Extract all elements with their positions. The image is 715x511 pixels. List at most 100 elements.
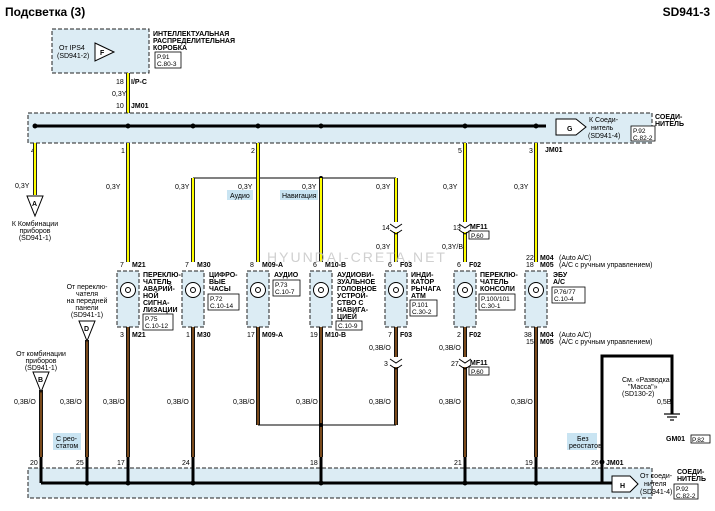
- comp-pin-bot: 19: [310, 332, 318, 339]
- wire-label: 0,3Y: [106, 184, 121, 191]
- svg-text:АТМ: АТМ: [411, 293, 426, 300]
- label-atm: ИНДИ- КАТОР РЫЧАГА АТМ P.101 C.30-2: [409, 272, 441, 317]
- svg-text:АУДИО: АУДИО: [274, 272, 299, 279]
- wire-bot-label: 0,3B/O: [103, 399, 125, 406]
- junction-dot: [318, 480, 324, 486]
- bottom-bus-label-2: НИТЕЛЬ: [677, 476, 706, 483]
- mf11-top-ref-box: [468, 230, 490, 240]
- ref-a-arrow: [26, 195, 44, 218]
- mf-pin-13: 13: [453, 225, 461, 232]
- ref-d-letter: D: [84, 326, 89, 333]
- ipb-label-line-3: КОРОБКА: [153, 45, 187, 52]
- comp-conn-bot: F02: [469, 332, 481, 339]
- ipb-from-line-1: От IPS4: [59, 45, 85, 52]
- top-pin-3: 3: [529, 148, 533, 155]
- tag-rheostat-1: С рео-: [56, 436, 78, 443]
- ref-d-line-2: чателя: [76, 291, 98, 298]
- wire-mid-label: 0,3Y: [376, 244, 391, 251]
- wire-bot-label: 0,3B/O: [439, 345, 461, 352]
- wire-bot-label: 0,3B/O: [60, 399, 82, 406]
- junction-dot: [318, 123, 324, 129]
- svg-text:ЛИЗАЦИИ: ЛИЗАЦИИ: [143, 307, 178, 314]
- comp-conn-bot: M30: [197, 332, 211, 339]
- top-bus-conn: JM01: [545, 147, 563, 154]
- watermark: HYUNDAI-CRETA.NET: [267, 249, 447, 265]
- tag-nav-bg: [280, 190, 318, 200]
- diagram-code: SD941-3: [663, 5, 711, 19]
- bottom-bus-from-2: нителя: [644, 481, 667, 488]
- junction-dot: [533, 480, 539, 486]
- ipb-conn: I/P-C: [131, 79, 147, 86]
- junction-dot: [125, 123, 131, 129]
- component-digital-clock: [181, 270, 205, 328]
- top-bus-letter: G: [567, 126, 573, 133]
- svg-text:НАВИГА-: НАВИГА-: [337, 307, 369, 314]
- bottom-pin: 26: [591, 460, 599, 467]
- comp-pin-bot: 38: [524, 332, 532, 339]
- mf-pin-14: 14: [382, 225, 390, 232]
- svg-text:СИГНА-: СИГНА-: [143, 300, 170, 307]
- comp-note: (A/C с ручным управлением): [559, 262, 652, 269]
- tag-audio: Аудио: [230, 193, 250, 200]
- label-ac-ecu: ЭБУ А/С P.76/77 C.10-4: [551, 272, 586, 304]
- comp-pin-top: 8: [250, 262, 254, 269]
- wire-bot-label: 0,3B/O: [369, 345, 391, 352]
- wire-a-label: 0,3Y: [15, 183, 30, 190]
- svg-text:ИНДИ-: ИНДИ-: [411, 272, 434, 279]
- bottom-pin: 18: [310, 460, 318, 467]
- comp-pin-bot: 2: [457, 332, 461, 339]
- component-console-switch: [453, 270, 477, 328]
- label-audio: АУДИО P.73 C.10-7: [272, 272, 301, 297]
- bottom-pin: 17: [117, 460, 125, 467]
- top-pin-1: 1: [121, 148, 125, 155]
- component-hazard-switch: [116, 270, 140, 328]
- bottom-pin: 21: [454, 460, 462, 467]
- comp-conn-bot: M05: [540, 339, 554, 346]
- tag-audio-bg: [227, 190, 253, 200]
- label-clock: ЦИФРО- ВЫЕ ЧАСЫ P.72 C.10-14: [207, 272, 240, 311]
- wire-label: 0,3Y: [514, 184, 529, 191]
- wire-bot-label: 0,3B/O: [369, 399, 391, 406]
- ipb-pin-10: 10: [116, 103, 124, 110]
- ref-d-line-4: панели: [75, 305, 98, 312]
- comp-pin-top: 18: [526, 262, 534, 269]
- svg-text:ЧАТЕЛЬ: ЧАТЕЛЬ: [480, 279, 509, 286]
- ipb-pin-18: 18: [116, 79, 124, 86]
- svg-text:РЫЧАГА: РЫЧАГА: [411, 286, 441, 293]
- top-bus-to-2: нитель: [591, 125, 614, 132]
- wire-bot-label: 0,3B/O: [296, 399, 318, 406]
- wire-label: 0,3Y: [443, 184, 458, 191]
- junction-dot: [462, 480, 468, 486]
- junction-dot: [255, 123, 261, 129]
- svg-text:P.101: P.101: [412, 302, 429, 309]
- comp-pin-top: 7: [185, 262, 189, 269]
- comp-conn-top: M30: [197, 262, 211, 269]
- svg-text:ЦИФРО-: ЦИФРО-: [209, 272, 238, 279]
- ref-b-line-2: приборов: [25, 357, 56, 365]
- bottom-bus-label-1: СОЕДИ-: [677, 469, 705, 476]
- svg-text:ЧАСЫ: ЧАСЫ: [209, 286, 231, 293]
- wire-bot-label: 0,3B/O: [511, 399, 533, 406]
- top-bus-to-1: К Соеди-: [589, 117, 619, 124]
- ref-d-line-3: на передней: [67, 297, 108, 305]
- ipb-ref-page: P.91: [157, 54, 170, 61]
- top-bus-ref-box: [630, 125, 656, 142]
- label-console: ПЕРЕКЛЮ- ЧАТЕЛЬ КОНСОЛИ P.100/101 C.30-1: [478, 272, 518, 311]
- comp-pin-bot: 15: [526, 339, 534, 346]
- tag-rheostat-2: статом: [56, 443, 78, 450]
- svg-text:КАТОР: КАТОР: [411, 279, 435, 286]
- ipb-ref-box: [154, 51, 182, 69]
- comp-pin-top: 22: [526, 255, 534, 262]
- svg-text:P.73: P.73: [275, 282, 288, 289]
- comp-pin-bot: 3: [120, 332, 124, 339]
- comp-pin-top: 7: [120, 262, 124, 269]
- bottom-bus-flag: [611, 475, 639, 493]
- ground-conn: GM01: [666, 436, 685, 443]
- top-bus-flag: [555, 118, 587, 136]
- ground-wire: 0,5B: [657, 399, 672, 406]
- svg-text:C.10-9: C.10-9: [338, 323, 358, 330]
- comp-note: (A/C с ручным управлением): [559, 339, 652, 346]
- tag-no-rheostat-bg: [567, 433, 597, 450]
- mf11-top-conn: MF11: [470, 224, 488, 231]
- wire-mid-label: 0,3Y/B: [442, 244, 463, 251]
